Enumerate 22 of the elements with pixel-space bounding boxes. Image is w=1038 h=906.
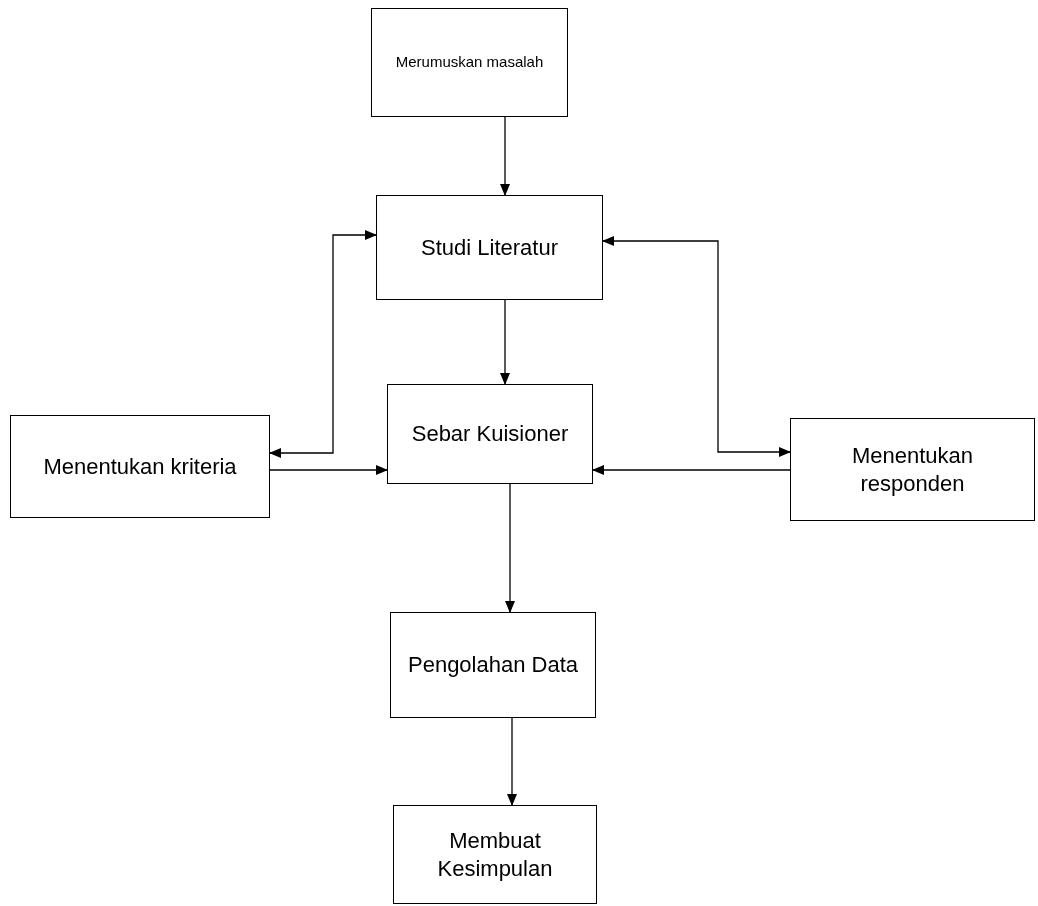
box-label: Menentukan responden: [850, 442, 975, 497]
box-label: Studi Literatur: [421, 233, 558, 262]
box-label: Sebar Kuisioner: [411, 420, 569, 448]
process-box: [790, 418, 1035, 521]
process-box: [376, 195, 603, 300]
process-box: [393, 805, 597, 904]
arrow: [500, 299, 510, 385]
arrow: [269, 230, 377, 458]
process-box: [387, 384, 593, 484]
arrow: [269, 465, 388, 475]
box-label: Pengolahan Data: [408, 651, 578, 679]
arrow: [500, 116, 510, 196]
arrow: [592, 465, 791, 475]
box-label: Membuat Kesimpulan: [436, 827, 554, 882]
arrow: [602, 236, 791, 457]
arrow: [507, 717, 517, 806]
box-label: Merumuskan masalah: [395, 53, 544, 72]
process-box: [371, 8, 568, 117]
process-box: [10, 415, 270, 518]
box-label: Menentukan kriteria: [43, 452, 237, 481]
arrow: [505, 483, 515, 613]
process-box: [390, 612, 596, 718]
